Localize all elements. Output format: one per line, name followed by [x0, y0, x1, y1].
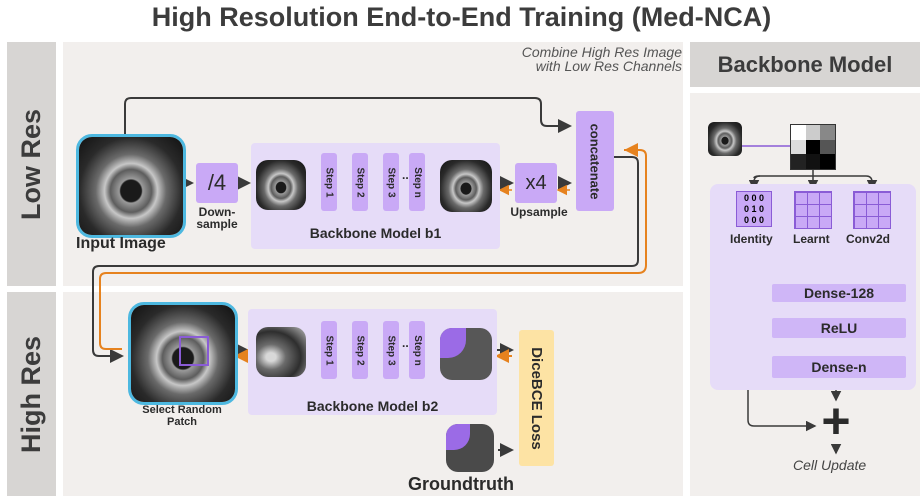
- cell-update-label: Cell Update: [793, 457, 867, 473]
- b1-step-n: Step n: [409, 153, 425, 211]
- identity-kernel: 0 0 0 0 1 0 0 0 0: [736, 191, 772, 227]
- b1-input-image: [256, 160, 306, 210]
- combine-note: Combine High Res Image with Low Res Chan…: [521, 44, 682, 74]
- dense-n-layer: Dense-n: [772, 356, 906, 378]
- b2-ellipsis: ...: [402, 336, 413, 350]
- relu-layer: ReLU: [772, 318, 906, 338]
- input-image: [76, 134, 186, 238]
- b2-step-1: Step 1: [321, 321, 337, 379]
- low-res-section-label: Low Res: [7, 42, 56, 286]
- conv2d-kernel: [853, 191, 891, 229]
- add-icon: +: [821, 393, 851, 449]
- downsample-label: Down-sample: [196, 205, 238, 231]
- groundtruth-image: [446, 424, 494, 472]
- b2-output-patch: [440, 328, 492, 380]
- b1-output-image: [440, 160, 492, 212]
- b1-ellipsis: ...: [402, 168, 413, 182]
- high-res-section-label: High Res: [7, 292, 56, 496]
- learnt-kernel: [794, 191, 832, 229]
- b1-step-3: Step 3: [383, 153, 399, 211]
- b1-step-2: Step 2: [352, 153, 368, 211]
- select-patch-label: Select Random Patch: [142, 404, 222, 428]
- select-patch-image: [128, 302, 238, 405]
- b2-step-3: Step 3: [383, 321, 399, 379]
- b2-step-2: Step 2: [352, 321, 368, 379]
- diagram-title: High Resolution End-to-End Training (Med…: [151, 2, 772, 32]
- b2-input-patch: [256, 327, 306, 377]
- dicebce-loss-box: DiceBCE Loss: [519, 330, 554, 466]
- input-image-label: Input Image: [76, 235, 166, 252]
- random-patch-highlight: [179, 336, 209, 366]
- b2-step-n: Step n: [409, 321, 425, 379]
- backbone-b2-label: Backbone Model b2: [306, 398, 439, 414]
- dense-128-layer: Dense-128: [772, 284, 906, 302]
- conv2d-label: Conv2d: [846, 232, 891, 246]
- backbone-input-image: [708, 122, 742, 156]
- learnt-label: Learnt: [793, 232, 830, 246]
- downsample-box: /4: [196, 163, 238, 203]
- upsample-label: Upsample: [510, 205, 568, 219]
- identity-label: Identity: [730, 232, 773, 246]
- concatenate-box: concatenate: [576, 111, 614, 211]
- groundtruth-label: Groundtruth: [408, 474, 514, 494]
- backbone-header: Backbone Model: [690, 42, 920, 87]
- backbone-pixel-grid: [790, 124, 836, 170]
- b1-step-1: Step 1: [321, 153, 337, 211]
- upsample-box: x4: [515, 163, 557, 203]
- backbone-b1-label: Backbone Model b1: [309, 225, 442, 241]
